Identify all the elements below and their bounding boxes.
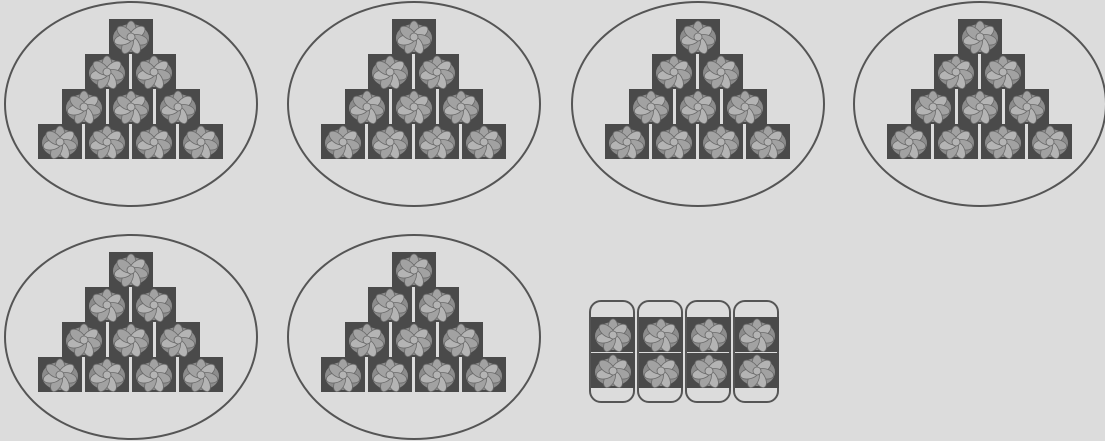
meringue-cookie-icon <box>85 287 129 322</box>
meringue-cookie-icon <box>735 353 779 388</box>
meringue-cookie-icon <box>887 124 931 159</box>
meringue-cookie-icon <box>392 252 436 287</box>
meringue-cookie-icon <box>368 287 412 322</box>
meringue-cookie-icon <box>462 357 506 392</box>
meringue-cookie-icon <box>415 357 459 392</box>
meringue-cookie-icon <box>439 89 483 124</box>
meringue-cookie-icon <box>462 124 506 159</box>
meringue-cookie-icon <box>629 89 673 124</box>
meringue-cookie-icon <box>934 124 978 159</box>
meringue-cookie-icon <box>676 19 720 54</box>
meringue-cookie-icon <box>85 54 129 89</box>
meringue-cookie-icon <box>132 54 176 89</box>
meringue-cookie-icon <box>911 89 955 124</box>
meringue-cookie-icon <box>392 89 436 124</box>
meringue-cookie-icon <box>639 353 683 388</box>
meringue-cookie-icon <box>368 357 412 392</box>
meringue-cookie-icon <box>699 54 743 89</box>
meringue-cookie-icon <box>62 89 106 124</box>
meringue-cookie-icon <box>958 89 1002 124</box>
meringue-cookie-icon <box>132 124 176 159</box>
meringue-cookie-icon <box>958 19 1002 54</box>
meringue-cookie-icon <box>605 124 649 159</box>
meringue-cookie-icon <box>156 322 200 357</box>
meringue-cookie-icon <box>934 54 978 89</box>
meringue-cookie-icon <box>109 19 153 54</box>
meringue-cookie-icon <box>321 357 365 392</box>
meringue-cookie-icon <box>132 357 176 392</box>
meringue-cookie-icon <box>109 322 153 357</box>
meringue-cookie-icon <box>38 357 82 392</box>
meringue-cookie-icon <box>415 54 459 89</box>
meringue-cookie-icon <box>345 89 389 124</box>
meringue-cookie-icon <box>392 322 436 357</box>
meringue-cookie-icon <box>38 124 82 159</box>
meringue-cookie-icon <box>591 317 635 352</box>
meringue-cookie-icon <box>687 353 731 388</box>
meringue-cookie-icon <box>368 124 412 159</box>
meringue-cookie-icon <box>723 89 767 124</box>
meringue-cookie-icon <box>746 124 790 159</box>
meringue-cookie-icon <box>1005 89 1049 124</box>
meringue-cookie-icon <box>652 124 696 159</box>
meringue-cookie-icon <box>415 287 459 322</box>
meringue-cookie-icon <box>981 124 1025 159</box>
meringue-cookie-icon <box>591 353 635 388</box>
meringue-cookie-icon <box>981 54 1025 89</box>
meringue-cookie-icon <box>368 54 412 89</box>
meringue-cookie-icon <box>156 89 200 124</box>
meringue-cookie-icon <box>179 124 223 159</box>
meringue-cookie-icon <box>699 124 743 159</box>
meringue-cookie-icon <box>1028 124 1072 159</box>
meringue-cookie-icon <box>321 124 365 159</box>
meringue-cookie-icon <box>85 124 129 159</box>
meringue-cookie-icon <box>439 322 483 357</box>
meringue-cookie-icon <box>676 89 720 124</box>
meringue-cookie-icon <box>735 317 779 352</box>
meringue-cookie-icon <box>62 322 106 357</box>
meringue-cookie-icon <box>132 287 176 322</box>
meringue-cookie-icon <box>179 357 223 392</box>
meringue-cookie-icon <box>109 252 153 287</box>
meringue-cookie-icon <box>345 322 389 357</box>
meringue-cookie-icon <box>639 317 683 352</box>
meringue-cookie-icon <box>85 357 129 392</box>
meringue-cookie-icon <box>109 89 153 124</box>
meringue-cookie-icon <box>652 54 696 89</box>
meringue-cookie-icon <box>415 124 459 159</box>
meringue-cookie-icon <box>687 317 731 352</box>
meringue-cookie-icon <box>392 19 436 54</box>
